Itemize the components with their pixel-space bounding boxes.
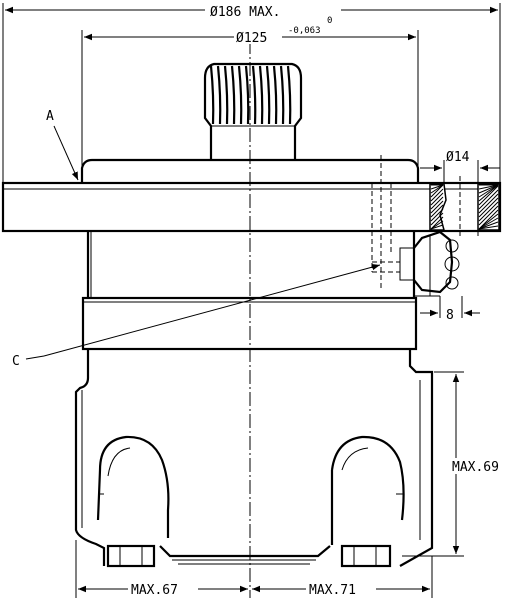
spline-tooth [272, 65, 278, 125]
hatch-line [478, 225, 499, 230]
hatch-line [478, 221, 499, 230]
hatch-line [478, 209, 499, 230]
spline-tooth [258, 65, 264, 125]
hatch-line [478, 213, 499, 230]
hatch-line [430, 196, 444, 210]
overall-width-label: Ø186 MAX. [210, 5, 280, 20]
hatch-line [478, 189, 499, 210]
bolt-hole-dimension: Ø14 [420, 150, 500, 172]
tolerance-upper: 0 [327, 16, 332, 26]
spline-tooth [265, 65, 271, 125]
thickness-dimension: 8 [420, 296, 480, 323]
hidden-port-detail [371, 155, 460, 297]
hatch-line [430, 200, 444, 214]
hatch-line [430, 220, 444, 230]
spline-tooth [230, 65, 236, 125]
hatch-line [478, 197, 499, 218]
hatch-line [430, 216, 444, 230]
hatch-line [430, 184, 444, 198]
hatch-line [430, 204, 444, 218]
spline-tooth [223, 65, 229, 125]
splined-shaft [203, 62, 303, 160]
middle-band [81, 296, 418, 351]
upper-body [86, 231, 416, 298]
callout-a-label: A [46, 109, 54, 124]
left-max-label: MAX.67 [131, 583, 178, 598]
right-port [330, 435, 405, 568]
hatch-line [478, 201, 499, 222]
hatch-line [478, 184, 499, 194]
bolt-hole-label: Ø14 [446, 150, 470, 165]
callout-c: C [12, 264, 381, 369]
pilot-diameter-dimension: Ø125 0 -0,063 [81, 16, 419, 182]
hatch-line [430, 208, 444, 222]
hatch-line [478, 185, 499, 206]
spline-tooth [244, 65, 250, 125]
spline-tooth [237, 65, 243, 125]
spline-tooth [279, 65, 285, 125]
callout-c-label: C [12, 354, 20, 369]
hatch-line [478, 184, 499, 190]
hatch-line [478, 217, 499, 230]
hatch-line [430, 188, 444, 202]
hatch-line [478, 193, 499, 214]
spline-tooth [216, 65, 222, 125]
callout-a: A [46, 109, 79, 181]
spline-tooth [209, 65, 215, 125]
hatch-line [430, 224, 444, 230]
right-max-label: MAX.71 [309, 583, 356, 598]
pilot-step [80, 158, 420, 182]
lower-housing [74, 349, 434, 567]
bottom-dimensions: MAX.67 MAX.71 [75, 540, 433, 598]
hatch-line [478, 205, 499, 226]
mounting-flange [1, 160, 502, 236]
hatch-line [430, 212, 444, 226]
spline-tooth [286, 65, 292, 125]
hatch-line [478, 184, 499, 198]
hatch-line [430, 192, 444, 206]
height-dimension: MAX.69 [402, 371, 512, 557]
spline-tooth [251, 65, 257, 125]
hatch-line [430, 184, 444, 190]
overall-width-dimension: Ø186 MAX. [2, 3, 501, 182]
hatch-line [478, 184, 499, 202]
left-port [96, 435, 170, 568]
tolerance-lower: -0,063 [288, 26, 321, 36]
height-label: MAX.69 [452, 460, 499, 475]
thickness-label: 8 [446, 308, 454, 323]
pilot-diameter-label: Ø125 [236, 31, 267, 46]
